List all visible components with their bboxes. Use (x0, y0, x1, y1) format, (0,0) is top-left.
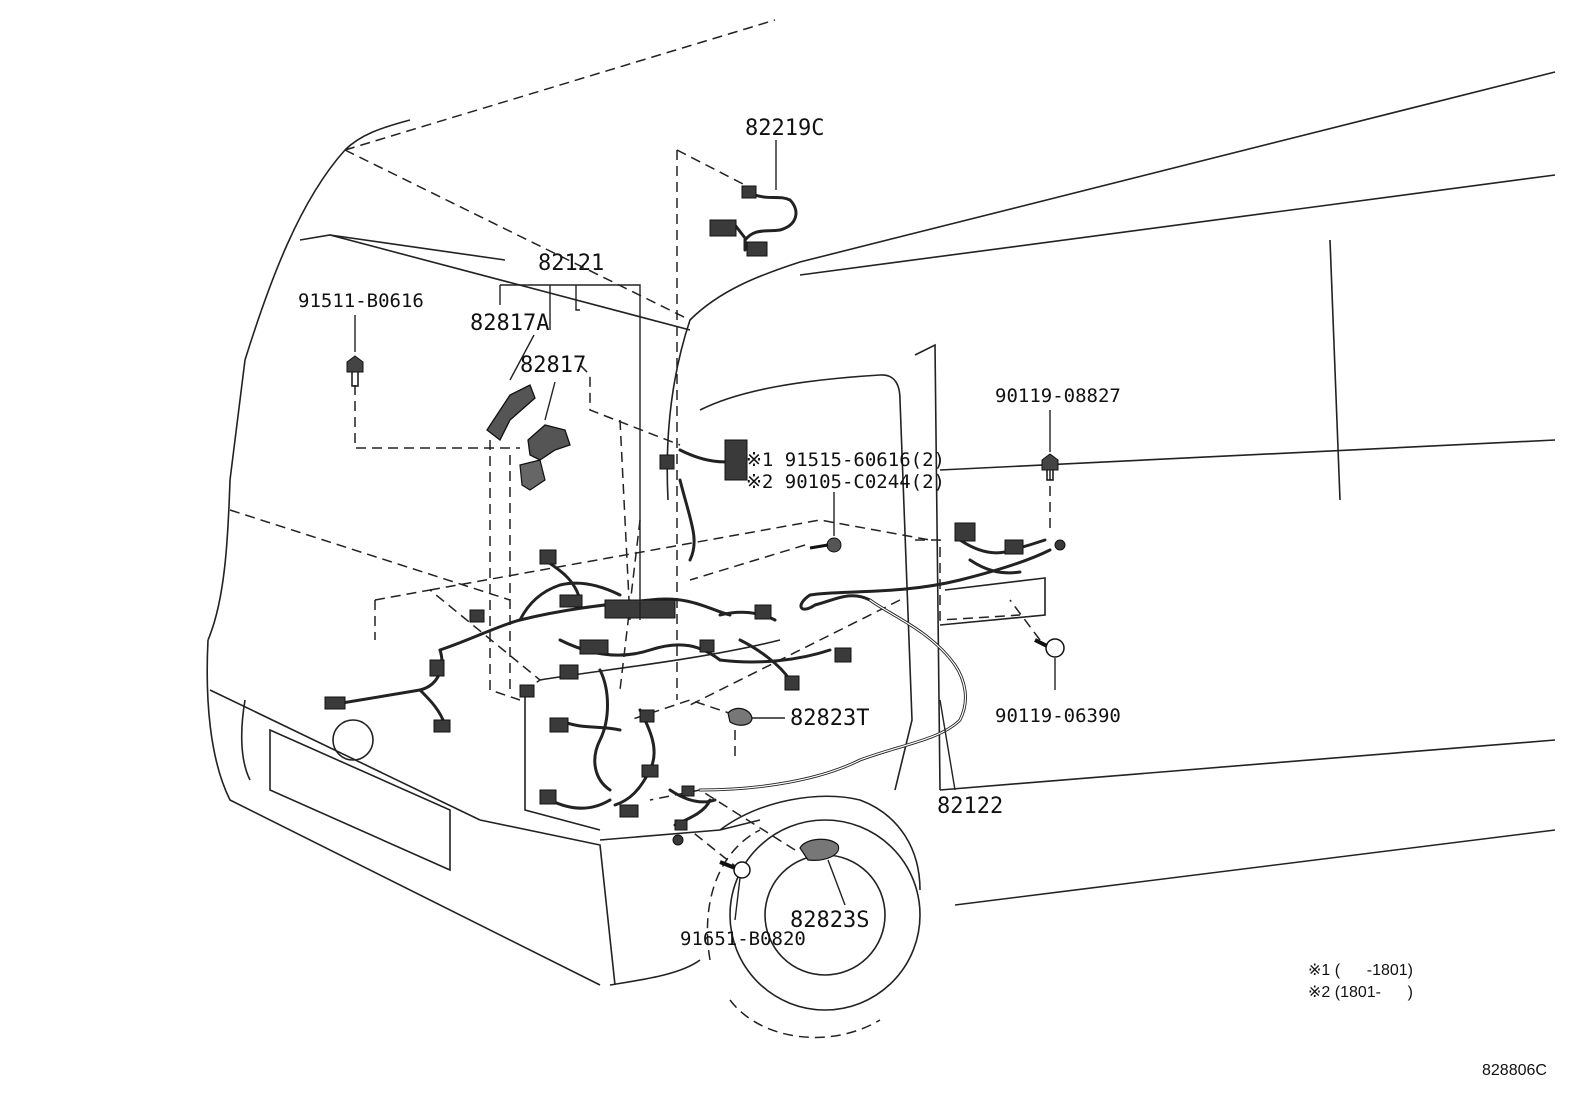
screw-90105-C0244 (809, 537, 842, 553)
ground-terminal-icon (1054, 539, 1066, 551)
connector-icon (709, 219, 737, 237)
bolt-90119-08827 (1041, 453, 1059, 481)
label-91515-60616: ※1 91515-60616(2) (746, 449, 945, 471)
connector-icon (519, 684, 535, 698)
connector-icon (641, 764, 659, 778)
label-82823S: 82823S (790, 908, 869, 933)
label-82823T: 82823T (790, 706, 869, 731)
note-1: ※1 ( -1801) (1308, 962, 1413, 979)
bolt-91651-B0820 (719, 860, 751, 879)
engine-room-harness-82122[interactable] (698, 538, 1052, 792)
connector-icon (754, 604, 772, 620)
connector-icon (324, 696, 346, 710)
front-wheel-icon (729, 819, 921, 1011)
relay-block-icon (724, 439, 748, 481)
label-82121: 82121 (538, 251, 604, 276)
note-2: ※2 (1801- ) (1308, 984, 1413, 1001)
bolt-icon (1041, 453, 1059, 471)
connector-icon (954, 522, 976, 542)
vehicle-body-outline (206, 19, 1556, 1039)
connector-icon (429, 659, 445, 677)
protector-82823S-icon (799, 838, 840, 861)
bolt-91511-B0616 (346, 355, 364, 387)
connector-icon (619, 804, 639, 818)
connector-icon (746, 241, 768, 257)
bracket-82817A-icon (486, 384, 536, 441)
label-91511-B0616: 91511-B0616 (298, 290, 424, 312)
label-82122: 82122 (937, 794, 1003, 819)
connectors (324, 185, 1066, 846)
protector-82823T-icon (727, 707, 753, 726)
label-82817A: 82817A (470, 311, 549, 336)
headlight-icon (332, 719, 374, 761)
connector-icon (639, 709, 655, 723)
leader-lines (354, 140, 1056, 921)
ground-terminal-icon (672, 834, 684, 846)
connector-icon (549, 717, 569, 733)
connector-icon (681, 785, 695, 797)
connector-icon (559, 664, 579, 680)
label-90119-06390: 90119-06390 (995, 705, 1121, 727)
bracket-82817-icon (527, 424, 571, 461)
connector-icon (659, 454, 675, 470)
connector-icon (784, 675, 800, 691)
figure-id: 828806C (1482, 1062, 1547, 1079)
brackets (486, 384, 840, 861)
connector-icon (674, 819, 688, 831)
screw-icon (826, 537, 842, 553)
bolt-90119-06390 (1034, 638, 1065, 658)
bolt-icon (346, 355, 364, 373)
connector-icon (559, 594, 583, 608)
connector-icon (469, 609, 485, 623)
label-82817: 82817 (520, 353, 586, 378)
connector-icon (539, 549, 557, 565)
part-labels: 82219C 82121 91511-B0616 82817A 82817 ※1… (298, 116, 1121, 950)
connector-icon (699, 639, 715, 653)
label-91651-B0820: 91651-B0820 (680, 928, 806, 950)
label-90119-08827: 90119-08827 (995, 385, 1121, 407)
label-90105-C0244: ※2 90105-C0244(2) (746, 471, 945, 493)
connector-icon (539, 789, 557, 805)
connector-icon (1004, 539, 1024, 555)
notes: ※1 ( -1801) ※2 (1801- ) 828806C (1308, 962, 1547, 1079)
main-wire-harness-82121[interactable] (328, 448, 832, 827)
harness-82219C[interactable] (733, 193, 798, 252)
connector-icon (579, 639, 609, 655)
bolt-icon (733, 861, 751, 879)
label-82219C: 82219C (745, 116, 824, 141)
connector-icon (741, 185, 757, 199)
clamp-icon (519, 459, 546, 491)
connector-icon (834, 647, 852, 663)
assembly-guides (354, 149, 1051, 871)
connector-icon (433, 719, 451, 733)
bolt-icon (1045, 638, 1065, 658)
